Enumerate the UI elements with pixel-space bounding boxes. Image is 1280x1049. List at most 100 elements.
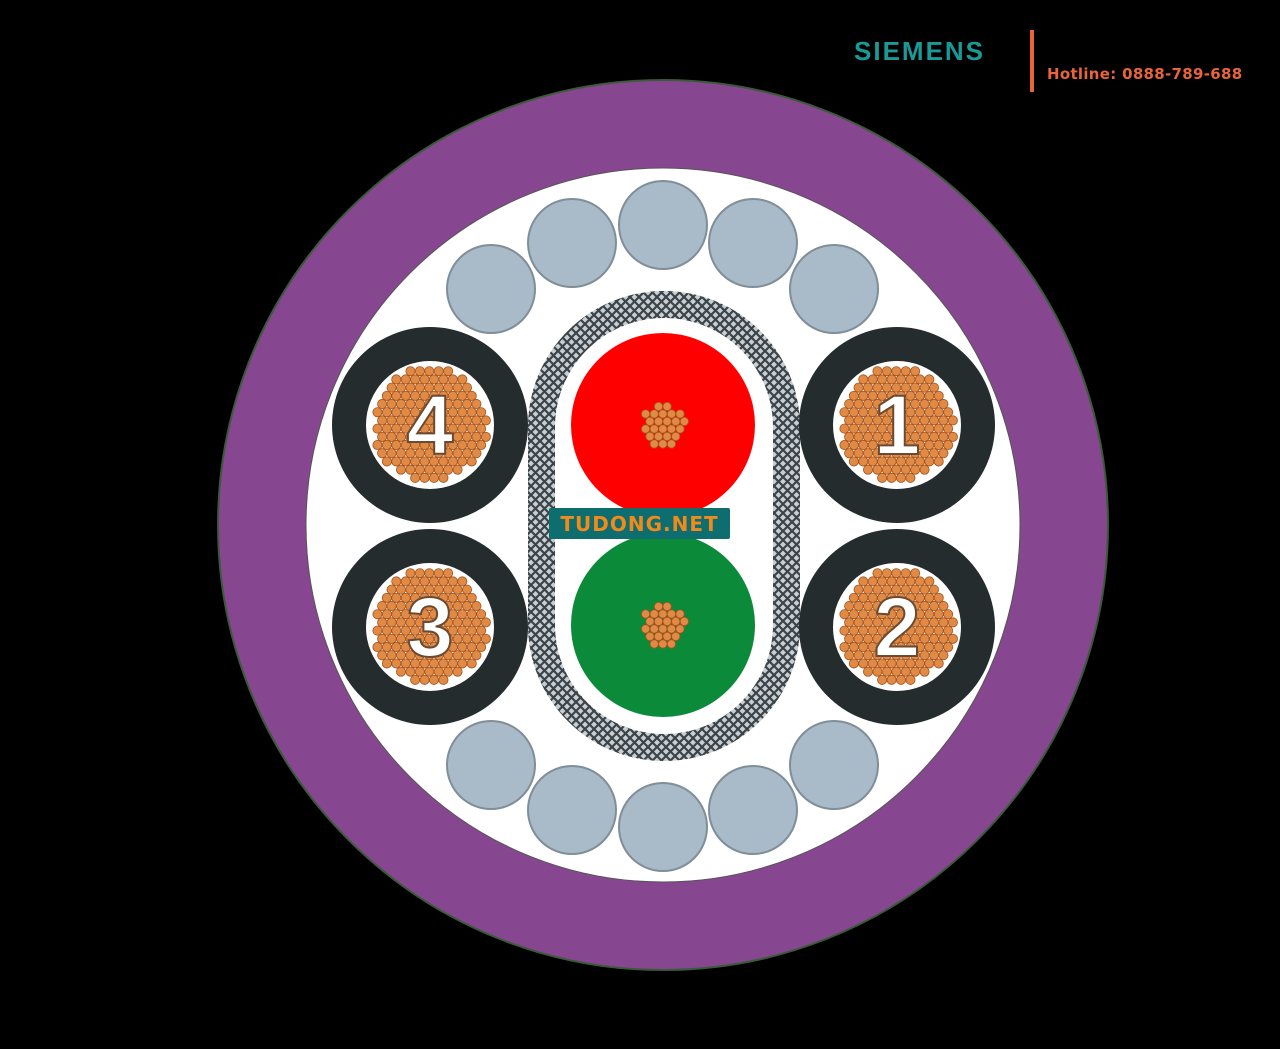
hotline-text: Hotline: 0888-789-688 bbox=[1047, 65, 1243, 83]
copper-strand bbox=[462, 601, 473, 612]
copper-strand bbox=[372, 423, 383, 434]
copper-strand bbox=[853, 633, 864, 644]
copper-strand bbox=[391, 642, 402, 653]
copper-strand bbox=[391, 423, 402, 434]
copper-strand bbox=[919, 666, 930, 677]
copper-strand bbox=[480, 633, 491, 644]
copper-strand bbox=[929, 617, 940, 628]
header-divider bbox=[1030, 30, 1034, 92]
copper-strand bbox=[858, 374, 869, 385]
copper-strand bbox=[919, 415, 930, 426]
copper-strand bbox=[381, 440, 392, 451]
copper-strand bbox=[391, 658, 402, 669]
copper-strand bbox=[396, 617, 407, 628]
copper-strand bbox=[372, 625, 383, 636]
filler-strand bbox=[618, 782, 708, 872]
copper-strand bbox=[853, 617, 864, 628]
copper-strand bbox=[858, 576, 869, 587]
copper-strand bbox=[872, 366, 883, 377]
filler-strand bbox=[789, 720, 879, 810]
copper-strand bbox=[929, 448, 940, 459]
copper-strand bbox=[466, 407, 477, 418]
copper-strand bbox=[848, 407, 859, 418]
copper-strand bbox=[457, 576, 468, 587]
copper-strand bbox=[658, 639, 668, 649]
copper-strand bbox=[457, 658, 468, 669]
filler-strand bbox=[446, 720, 536, 810]
copper-strand bbox=[466, 423, 477, 434]
copper-strand bbox=[666, 424, 677, 434]
copper-strand bbox=[653, 401, 664, 412]
copper-strand bbox=[372, 609, 383, 620]
copper-strand bbox=[844, 431, 855, 442]
copper-strand bbox=[396, 464, 407, 475]
copper-strand bbox=[457, 440, 468, 451]
copper-strand bbox=[457, 390, 468, 401]
copper-strand bbox=[658, 609, 668, 619]
filler-strand bbox=[446, 244, 536, 334]
copper-strand bbox=[844, 448, 855, 459]
copper-strand bbox=[452, 382, 463, 393]
copper-strand bbox=[900, 568, 911, 579]
filler-strand bbox=[789, 244, 879, 334]
copper-strand bbox=[848, 440, 859, 451]
copper-strand bbox=[471, 399, 482, 410]
copper-strand bbox=[457, 609, 468, 620]
copper-strand bbox=[675, 424, 685, 434]
copper-strand bbox=[675, 609, 685, 619]
copper-strand bbox=[457, 456, 468, 467]
copper-strand bbox=[653, 601, 664, 612]
copper-strand bbox=[666, 439, 677, 449]
copper-strand bbox=[671, 416, 681, 427]
copper-strand bbox=[396, 399, 407, 410]
copper-strand bbox=[381, 625, 392, 636]
copper-strands bbox=[641, 601, 689, 649]
copper-strand bbox=[396, 584, 407, 595]
copper-strand bbox=[905, 674, 916, 685]
copper-strand bbox=[462, 633, 473, 644]
copper-strand bbox=[480, 431, 491, 442]
copper-strand bbox=[452, 633, 463, 644]
copper-strands bbox=[372, 568, 491, 685]
copper-strand bbox=[938, 415, 949, 426]
copper-strand bbox=[658, 624, 668, 634]
copper-strand bbox=[853, 650, 864, 661]
center-pair bbox=[571, 333, 755, 717]
copper-strand bbox=[381, 658, 392, 669]
copper-strand bbox=[480, 415, 491, 426]
copper-strand bbox=[433, 568, 444, 579]
copper-strand bbox=[419, 674, 430, 685]
copper-strand bbox=[645, 631, 655, 642]
copper-strand bbox=[924, 456, 935, 467]
copper-strand bbox=[372, 642, 383, 653]
brand-tagline-graphic bbox=[884, 69, 1024, 81]
copper-strand bbox=[929, 584, 940, 595]
copper-strand bbox=[848, 456, 859, 467]
copper-strand bbox=[386, 617, 397, 628]
copper-strand bbox=[863, 464, 874, 475]
copper-strand bbox=[662, 616, 672, 627]
copper-strand bbox=[679, 616, 689, 627]
copper-strand bbox=[863, 382, 874, 393]
copper-strand bbox=[933, 440, 944, 451]
copper-strand bbox=[848, 658, 859, 669]
conductor-4: 4 bbox=[332, 327, 528, 523]
copper-strand bbox=[645, 416, 655, 427]
copper-strand bbox=[853, 415, 864, 426]
copper-strand bbox=[853, 584, 864, 595]
filler-strand bbox=[618, 180, 708, 270]
copper-strand bbox=[886, 674, 897, 685]
copper-strand bbox=[641, 424, 651, 434]
copper-strand bbox=[666, 409, 677, 419]
copper-strand bbox=[844, 650, 855, 661]
copper-strand bbox=[938, 601, 949, 612]
copper-strand bbox=[848, 609, 859, 620]
copper-strand bbox=[662, 416, 672, 427]
copper-strand bbox=[381, 390, 392, 401]
copper-strand bbox=[933, 642, 944, 653]
copper-strand bbox=[858, 642, 869, 653]
copper-strand bbox=[653, 616, 664, 627]
copper-strand bbox=[938, 399, 949, 410]
copper-strand bbox=[863, 617, 874, 628]
copper-strand bbox=[943, 423, 954, 434]
